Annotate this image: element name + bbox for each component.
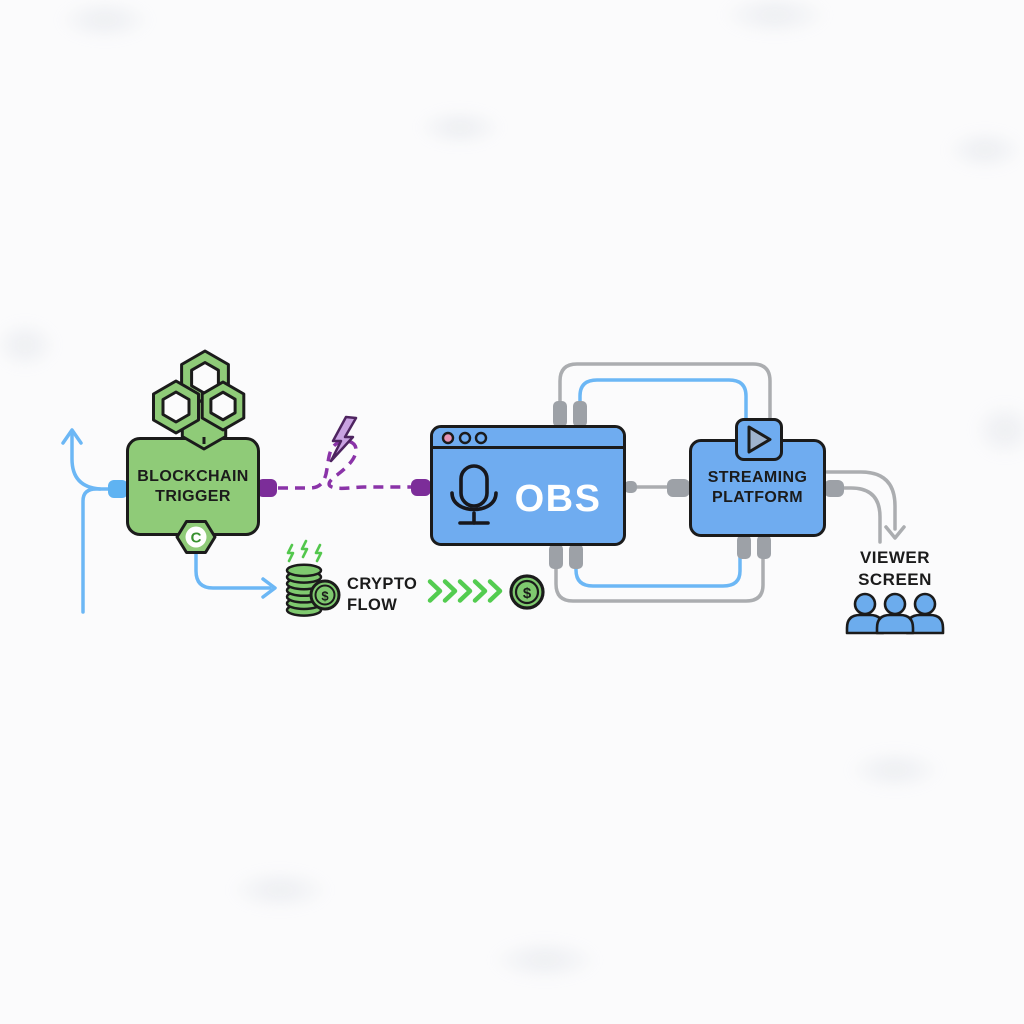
platform-to-viewer-lines bbox=[825, 470, 906, 544]
window-dot-pink-icon bbox=[441, 431, 455, 445]
connector-nubs bbox=[108, 401, 844, 569]
nub-gray-obs-top-2 bbox=[573, 401, 587, 427]
nub-gray-platform-left bbox=[667, 479, 690, 497]
viewer-screen-label-line2: SCREEN bbox=[858, 570, 932, 589]
nub-gray-obs-bottom-2 bbox=[569, 544, 583, 569]
crypto-flow-label-line1: CRYPTO bbox=[347, 575, 418, 593]
blue-bottom-line bbox=[81, 487, 120, 614]
viewer-outer-line bbox=[825, 470, 897, 531]
obs-label: OBS bbox=[514, 478, 602, 520]
viewer-inner-line bbox=[840, 486, 882, 544]
blue-input-lines bbox=[61, 428, 120, 614]
obs-titlebar bbox=[433, 428, 623, 449]
nub-gray-platform-bottom-2 bbox=[757, 535, 771, 559]
nub-blue-trigger-left bbox=[108, 480, 128, 498]
purple-dashed-trigger-line bbox=[278, 439, 412, 491]
badge-to-coins-line bbox=[194, 550, 272, 590]
node-blockchain-trigger: BLOCKCHAIN TRIGGER bbox=[126, 437, 260, 536]
bottom-arc-blue bbox=[574, 556, 742, 588]
obs-body: OBS bbox=[433, 449, 623, 549]
top-arc-blue bbox=[578, 378, 748, 420]
nub-gray-platform-bottom-1 bbox=[737, 535, 751, 559]
bottom-arc-gray bbox=[554, 556, 765, 603]
background-smudge bbox=[0, 310, 70, 380]
crypto-flow-label-line2: FLOW bbox=[347, 596, 398, 614]
viewer-screen-label-line1: VIEWER bbox=[859, 548, 931, 567]
play-button-badge bbox=[735, 418, 783, 461]
streaming-platform-label-line1: STREAMING bbox=[707, 469, 808, 486]
top-arc-gray bbox=[558, 362, 772, 420]
background-smudge bbox=[470, 930, 620, 990]
background-smudge bbox=[960, 390, 1024, 470]
background-smudge bbox=[40, 0, 170, 50]
background-smudge bbox=[400, 100, 520, 155]
nub-purple-obs-left bbox=[411, 479, 431, 496]
background-smudge bbox=[830, 740, 960, 800]
nub-gray-obs-bottom-1 bbox=[549, 544, 563, 569]
blue-up-branch bbox=[70, 429, 102, 491]
play-icon bbox=[747, 425, 772, 454]
blue-right-arrowhead-icon bbox=[261, 577, 277, 599]
viewer-screen-label: VIEWER SCREEN bbox=[833, 547, 957, 591]
blockchain-trigger-label: BLOCKCHAIN TRIGGER bbox=[137, 467, 249, 507]
gray-down-arrowhead-icon bbox=[884, 525, 906, 540]
blue-up-arrowhead-icon bbox=[61, 428, 83, 445]
blockchain-trigger-label-line2: TRIGGER bbox=[155, 487, 231, 505]
streaming-platform-label-line2: PLATFORM bbox=[712, 489, 803, 506]
nub-gray-obs-top-1 bbox=[553, 401, 567, 427]
background-smudge bbox=[930, 120, 1024, 180]
node-obs-window: OBS bbox=[430, 425, 626, 546]
window-dot-icon bbox=[458, 431, 472, 445]
nub-purple-trigger-right bbox=[257, 479, 277, 497]
blue-crypto-curve bbox=[194, 550, 277, 599]
window-dot-icon bbox=[474, 431, 488, 445]
crypto-flow-label: CRYPTO FLOW bbox=[347, 574, 437, 616]
microphone-icon bbox=[450, 464, 498, 525]
window-control-dots-icon bbox=[441, 431, 488, 445]
nub-gray-platform-right bbox=[824, 480, 844, 497]
blockchain-trigger-label-line1: BLOCKCHAIN bbox=[137, 467, 249, 485]
streaming-platform-label: STREAMING PLATFORM bbox=[708, 468, 808, 508]
nub-gray-obs-right bbox=[624, 481, 637, 493]
background-smudge bbox=[210, 860, 350, 920]
